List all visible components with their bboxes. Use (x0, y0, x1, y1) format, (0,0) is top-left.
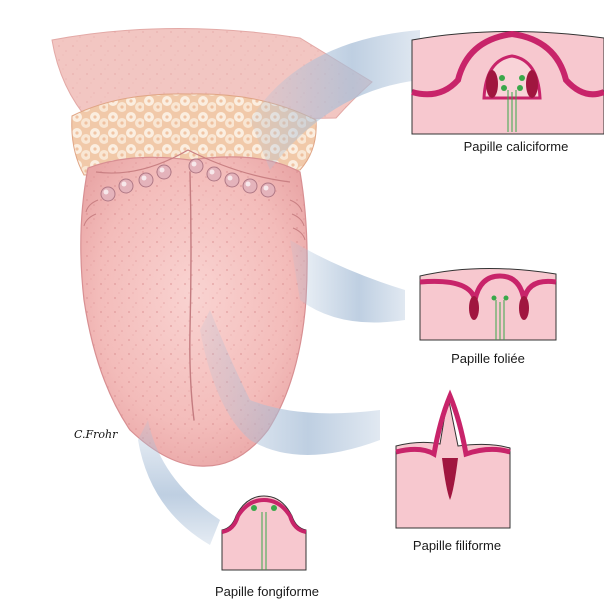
inset-circumvallate (412, 31, 604, 134)
inset-fungiform (222, 496, 306, 570)
label-circumvallate: Papille caliciforme (441, 139, 591, 154)
inset-filiform (396, 396, 510, 528)
inset-foliate (420, 268, 556, 340)
artist-signature: C.Frohr (74, 428, 117, 441)
label-filiform: Papille filiforme (392, 538, 522, 553)
label-foliate: Papille foliée (428, 351, 548, 366)
label-fungiform: Papille fongiforme (192, 584, 342, 599)
callout-foliate (290, 240, 405, 323)
